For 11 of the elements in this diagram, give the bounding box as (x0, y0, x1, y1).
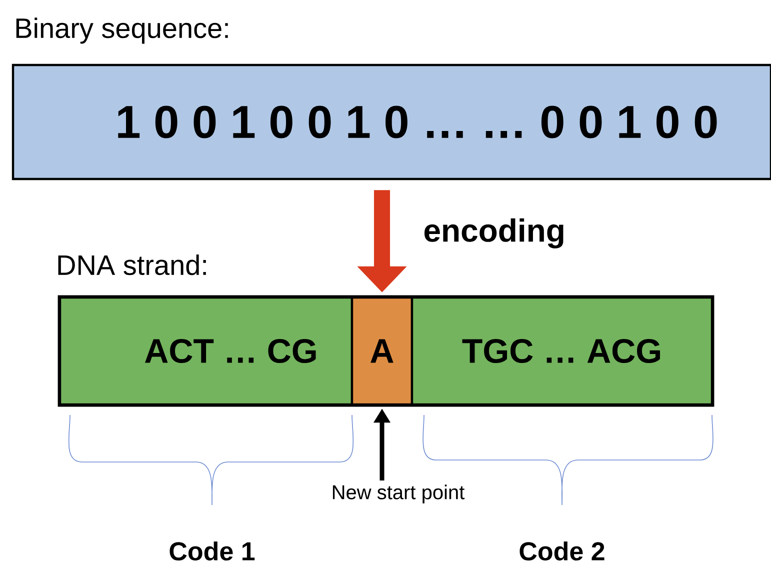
caption-text: New start point (332, 484, 465, 504)
code-label: Code 2 (520, 541, 604, 561)
sequence-box: 1 0 0 1 0 0 1 0 … … 0 0 1 0 0 (12, 64, 771, 180)
strand-box (58, 295, 714, 407)
code-label: Code 1 (170, 541, 255, 561)
strand-segment: TGC … ACG (410, 296, 714, 406)
start-segment: A (350, 296, 414, 406)
heading: DNA strand: (58, 254, 206, 276)
edge-label: encoding (424, 218, 564, 248)
heading: Binary sequence: (16, 18, 228, 44)
strand-segment: ACT … CG (58, 296, 354, 406)
